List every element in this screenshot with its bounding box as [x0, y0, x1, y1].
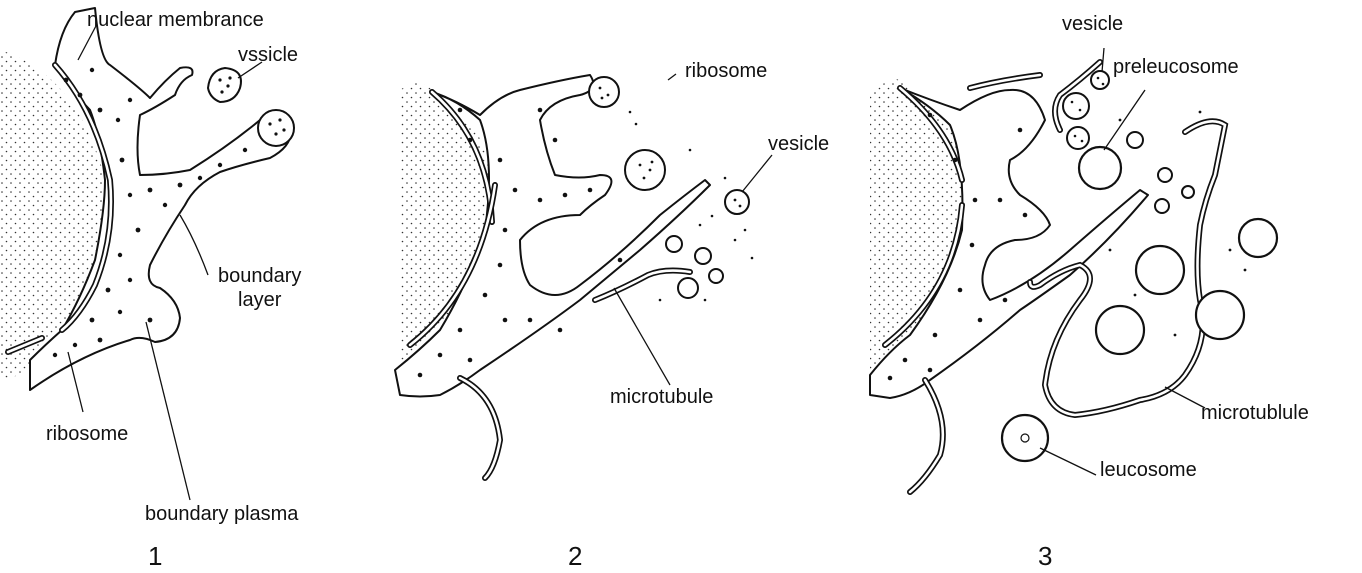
leader-microtubule-3 — [1165, 387, 1205, 408]
panel-number-2: 2 — [568, 541, 582, 571]
label-boundary-plasma: boundary plasma — [145, 503, 299, 525]
panel-number-3: 3 — [1038, 541, 1052, 571]
leader-boundary-layer — [180, 215, 208, 275]
label-microtubule-3: microtublule — [1201, 402, 1309, 424]
label-vesicle-1: vssicle — [238, 44, 298, 66]
leader-vesicle-3 — [1102, 48, 1104, 72]
budding-vesicle-1 — [258, 110, 294, 146]
panel-number-1: 1 — [148, 541, 162, 571]
label-nuclear-membrane: nuclear membrance — [87, 9, 264, 31]
label-boundary-layer-2: layer — [238, 289, 282, 311]
label-preleucosome: preleucosome — [1113, 56, 1239, 78]
panel-3: vesicle preleucosome microtublule leucos… — [870, 13, 1309, 571]
leucosome-3 — [1002, 415, 1048, 461]
label-leucosome: leucosome — [1100, 459, 1197, 481]
leader-microtubule-2 — [614, 288, 670, 385]
vesicle-1 — [208, 68, 241, 102]
label-ribosome-1: ribosome — [46, 423, 128, 445]
label-boundary-layer-1: boundary — [218, 265, 301, 287]
label-ribosome-2: ribosome — [685, 60, 767, 82]
leader-leucosome — [1040, 448, 1096, 475]
label-vesicle-3: vesicle — [1062, 13, 1123, 35]
leader-vesicle-2 — [742, 155, 772, 192]
leader-boundary-plasma — [146, 322, 190, 500]
leader-ribosome-2 — [668, 74, 676, 80]
label-microtubule-2: microtubule — [610, 386, 713, 408]
label-vesicle-2: vesicle — [768, 133, 829, 155]
panel-2: ribosome vesicle microtubule 2 — [395, 60, 829, 571]
panel-1: nuclear membrance vssicle boundary layer… — [0, 8, 301, 571]
